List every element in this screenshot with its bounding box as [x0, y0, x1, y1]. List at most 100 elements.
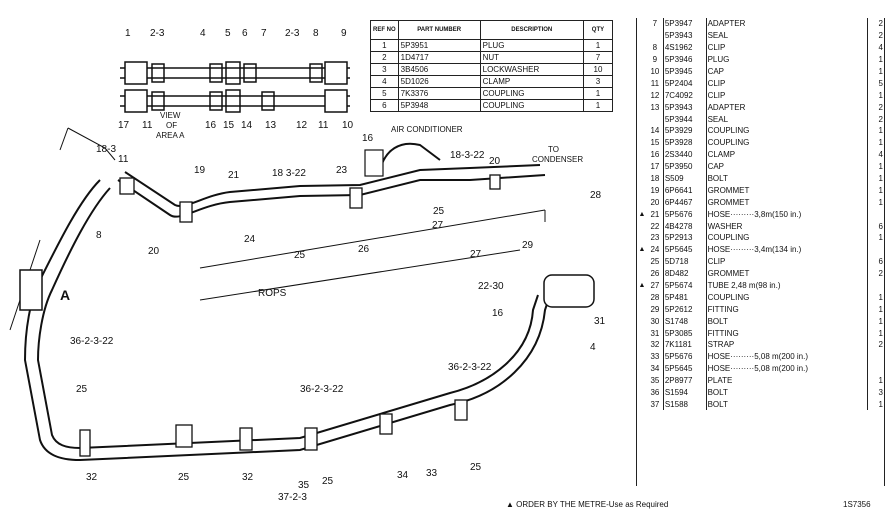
cell-mark: [637, 184, 647, 196]
cell-part: 7K3376: [397, 87, 481, 100]
cell-desc: CLIP: [707, 78, 726, 88]
callout-25f: 25: [470, 462, 482, 473]
hose-lines: [23, 142, 551, 462]
cell-no: 25: [650, 257, 660, 267]
cell-mark: [637, 42, 647, 54]
callout-16: 16: [205, 120, 217, 131]
cell-desc: CLIP: [707, 257, 726, 267]
cell-mark: [637, 54, 647, 66]
cell-part: 7C4092: [662, 89, 707, 102]
cell-part: S509: [662, 172, 707, 185]
cell-mark: [637, 113, 647, 125]
cell-mark: [637, 363, 647, 375]
callout-8b: 8: [96, 230, 102, 241]
cell-mark: [637, 268, 647, 280]
callout-2-3b: 2-3: [285, 28, 300, 39]
cell-qty: 1: [867, 160, 884, 173]
callout-34: 34: [397, 470, 409, 481]
cell-qty: 1: [867, 232, 884, 244]
cell-no: 14: [650, 126, 660, 136]
cell-part: 1D4717: [397, 51, 481, 64]
cell-qty: 1: [867, 303, 884, 316]
callout-6: 6: [242, 28, 248, 39]
cell-desc: FITTING: [707, 328, 739, 338]
cell-mark: [637, 256, 647, 268]
callout-25b: 25: [433, 206, 445, 217]
cell-no: 33: [650, 352, 660, 362]
area-a-coupling: [19, 269, 43, 311]
callout-21: 21: [228, 170, 240, 181]
cell-desc: BOLT: [707, 316, 728, 326]
callout-29: 29: [522, 240, 534, 251]
cell-qty: 1: [582, 99, 614, 112]
cell-desc: FITTING: [707, 304, 739, 314]
cell-desc: BOLT: [707, 388, 728, 398]
callout-25: 25: [294, 250, 306, 261]
cell-no: 27: [650, 281, 660, 291]
cell-mark: [637, 315, 647, 327]
cell-mark: [637, 327, 647, 339]
cell-desc: LOCKWASHER: [479, 63, 584, 76]
callout-15: 15: [223, 120, 235, 131]
callout-9: 9: [341, 28, 347, 39]
callout-26: 26: [358, 244, 370, 255]
cell-qty: 4: [867, 148, 884, 161]
rops-label: ROPS: [258, 288, 287, 299]
cell-qty: [867, 350, 884, 363]
cell-no: 32: [650, 340, 660, 350]
cell-mark: [637, 173, 647, 185]
callout-27: 27: [432, 220, 444, 231]
cell-no: 18: [650, 174, 660, 184]
cell-qty: 1: [867, 53, 884, 66]
callout-11b: 11: [318, 120, 329, 131]
callout-11c: 11: [118, 154, 129, 165]
cell-no: 17: [650, 162, 660, 172]
cell-mark: [637, 339, 647, 351]
cell-qty: 6: [867, 220, 884, 233]
cell-qty: [867, 243, 884, 256]
cell-desc: GROMMET: [707, 185, 750, 195]
cell-part: 5P5676: [662, 350, 707, 363]
cell-desc: COUPLING: [707, 126, 750, 136]
callout-4b: 4: [590, 342, 596, 353]
cell-mark: [637, 351, 647, 363]
cell-part: 5P3945: [662, 65, 707, 78]
cell-desc: HOSE·········5,08 m(200 in.): [707, 364, 809, 374]
cell-no: 9: [652, 55, 658, 65]
cell-no: 11: [650, 78, 660, 88]
cell-part: 2P8977: [662, 374, 707, 387]
air-conditioner-label: AIR CONDITIONER: [391, 125, 463, 134]
cell-no: 7: [652, 19, 658, 29]
cell-no: 24: [650, 245, 660, 255]
cell-qty: 2: [867, 18, 884, 30]
cell-part: 5D718: [662, 255, 707, 268]
cell-mark: [637, 77, 647, 89]
callout-8: 8: [313, 28, 319, 39]
callout-20: 20: [489, 156, 501, 167]
footnote: ▲ ORDER BY THE METRE-Use as Required: [506, 500, 669, 509]
cell-no: 4: [370, 75, 399, 88]
cell-desc: ADAPTER: [707, 19, 746, 29]
col-ref-no: REF NO: [370, 20, 399, 40]
callout-27b: 27: [470, 249, 482, 260]
cell-desc: BOLT: [707, 174, 728, 184]
cell-qty: 3: [582, 75, 614, 88]
cell-mark: [637, 399, 647, 411]
cell-desc: COUPLING: [707, 138, 750, 148]
cell-part: 5P3085: [662, 327, 707, 340]
cell-no: 22: [650, 221, 660, 231]
callout-24: 24: [244, 234, 256, 245]
